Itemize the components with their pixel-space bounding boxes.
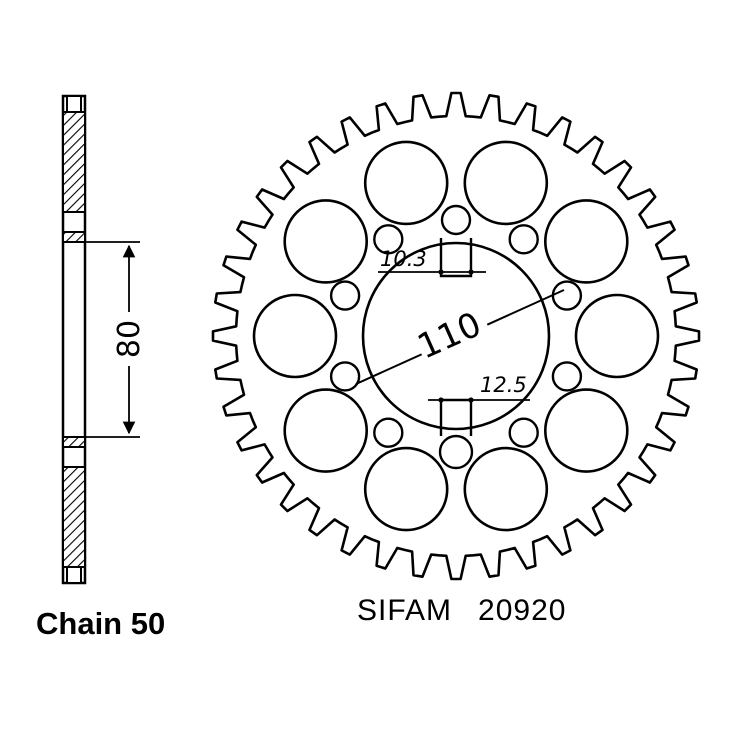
side-hatch-hub-top bbox=[62, 231, 86, 243]
bolt-hole bbox=[508, 224, 539, 255]
lightening-hole bbox=[543, 199, 629, 284]
bolt-hole bbox=[508, 417, 539, 448]
side-hatch-hub-bottom bbox=[62, 436, 86, 448]
bolt-hole bbox=[373, 224, 404, 255]
bolt-holes bbox=[329, 224, 583, 448]
dim-height-label: 80 bbox=[112, 320, 147, 358]
dim-large-hole-label: 12.5 bbox=[480, 373, 527, 397]
side-view: 80 bbox=[61, 94, 147, 585]
slot-hole-bottom bbox=[438, 434, 474, 470]
lightening-hole bbox=[543, 388, 629, 473]
bolt-hole bbox=[551, 361, 583, 392]
part-label: SIFAM 20920 bbox=[357, 594, 566, 628]
keyway-top bbox=[439, 238, 473, 278]
bolt-hole bbox=[329, 361, 361, 392]
side-hatch-top bbox=[62, 111, 86, 213]
lightening-hole bbox=[463, 140, 549, 226]
side-tip-bottom bbox=[66, 566, 82, 584]
front-view: 10.3 12.5 110 bbox=[211, 91, 701, 581]
chain-size-label: Chain 50 bbox=[36, 606, 166, 641]
part-number: 20920 bbox=[478, 594, 567, 627]
side-tip-top bbox=[66, 95, 82, 113]
lightening-holes bbox=[252, 140, 660, 532]
side-hatch-bottom bbox=[62, 466, 86, 568]
lightening-hole bbox=[252, 293, 338, 379]
lightening-hole bbox=[574, 293, 660, 379]
dim-small-hole-label: 10.3 bbox=[380, 247, 427, 271]
bolt-hole bbox=[551, 280, 583, 311]
bolt-hole bbox=[373, 417, 404, 448]
lightening-hole bbox=[283, 199, 369, 284]
lightening-hole bbox=[363, 446, 449, 532]
lightening-hole bbox=[363, 140, 449, 226]
bolt-hole bbox=[329, 280, 361, 311]
lightening-hole bbox=[463, 446, 549, 532]
lightening-hole bbox=[283, 388, 369, 473]
slot-hole-top bbox=[440, 204, 472, 236]
part-brand: SIFAM bbox=[357, 594, 453, 627]
